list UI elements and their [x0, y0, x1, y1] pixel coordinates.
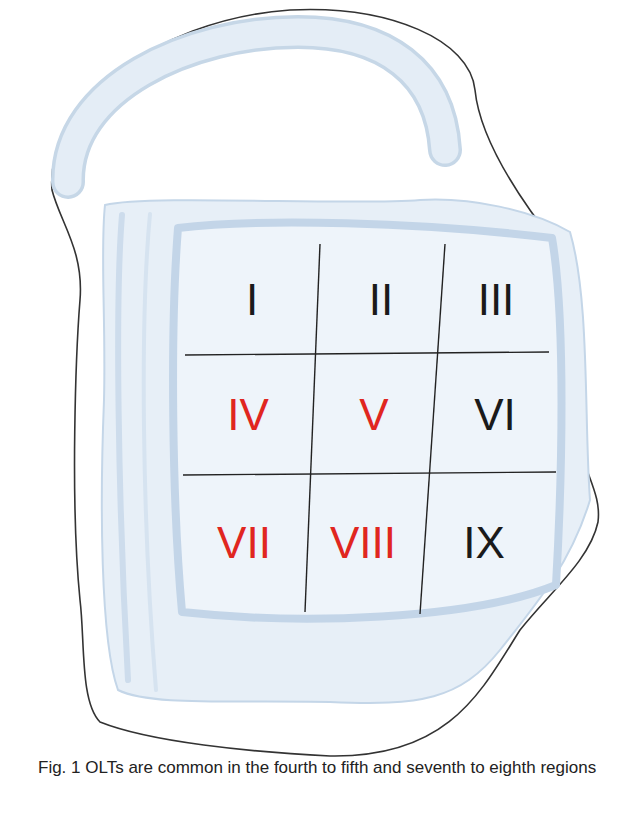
- region-number: VII: [217, 521, 271, 565]
- trochlea-band: [68, 32, 445, 182]
- articular-surface: [173, 223, 561, 619]
- grid-region: VIII: [308, 480, 418, 605]
- grid-region: II: [322, 250, 440, 350]
- trochlea-band-edge: [68, 32, 445, 182]
- grid-line: [183, 472, 556, 475]
- region-number: I: [246, 278, 258, 322]
- grid-region: I: [188, 250, 316, 350]
- grid-line: [420, 244, 445, 614]
- grid-line: [305, 244, 320, 612]
- medial-ridge: [144, 214, 156, 690]
- region-number: IX: [463, 521, 505, 565]
- grid-region: IV: [186, 360, 310, 470]
- region-number: VI: [474, 393, 516, 437]
- grid-region: III: [446, 250, 546, 350]
- figure-caption: Fig. 1 OLTs are common in the fourth to …: [38, 756, 598, 781]
- region-number: VIII: [330, 521, 396, 565]
- grid-line: [185, 352, 549, 355]
- region-number: IV: [227, 393, 269, 437]
- grid-region: V: [316, 360, 432, 470]
- talus-outline: [52, 10, 599, 757]
- talar-body: [102, 200, 590, 703]
- grid-region: VI: [438, 360, 552, 470]
- region-number: III: [478, 278, 515, 322]
- region-number: V: [359, 393, 388, 437]
- grid-region: VII: [186, 480, 302, 605]
- region-number: II: [369, 278, 393, 322]
- medial-ridge: [118, 215, 128, 680]
- grid-region: IX: [424, 480, 544, 605]
